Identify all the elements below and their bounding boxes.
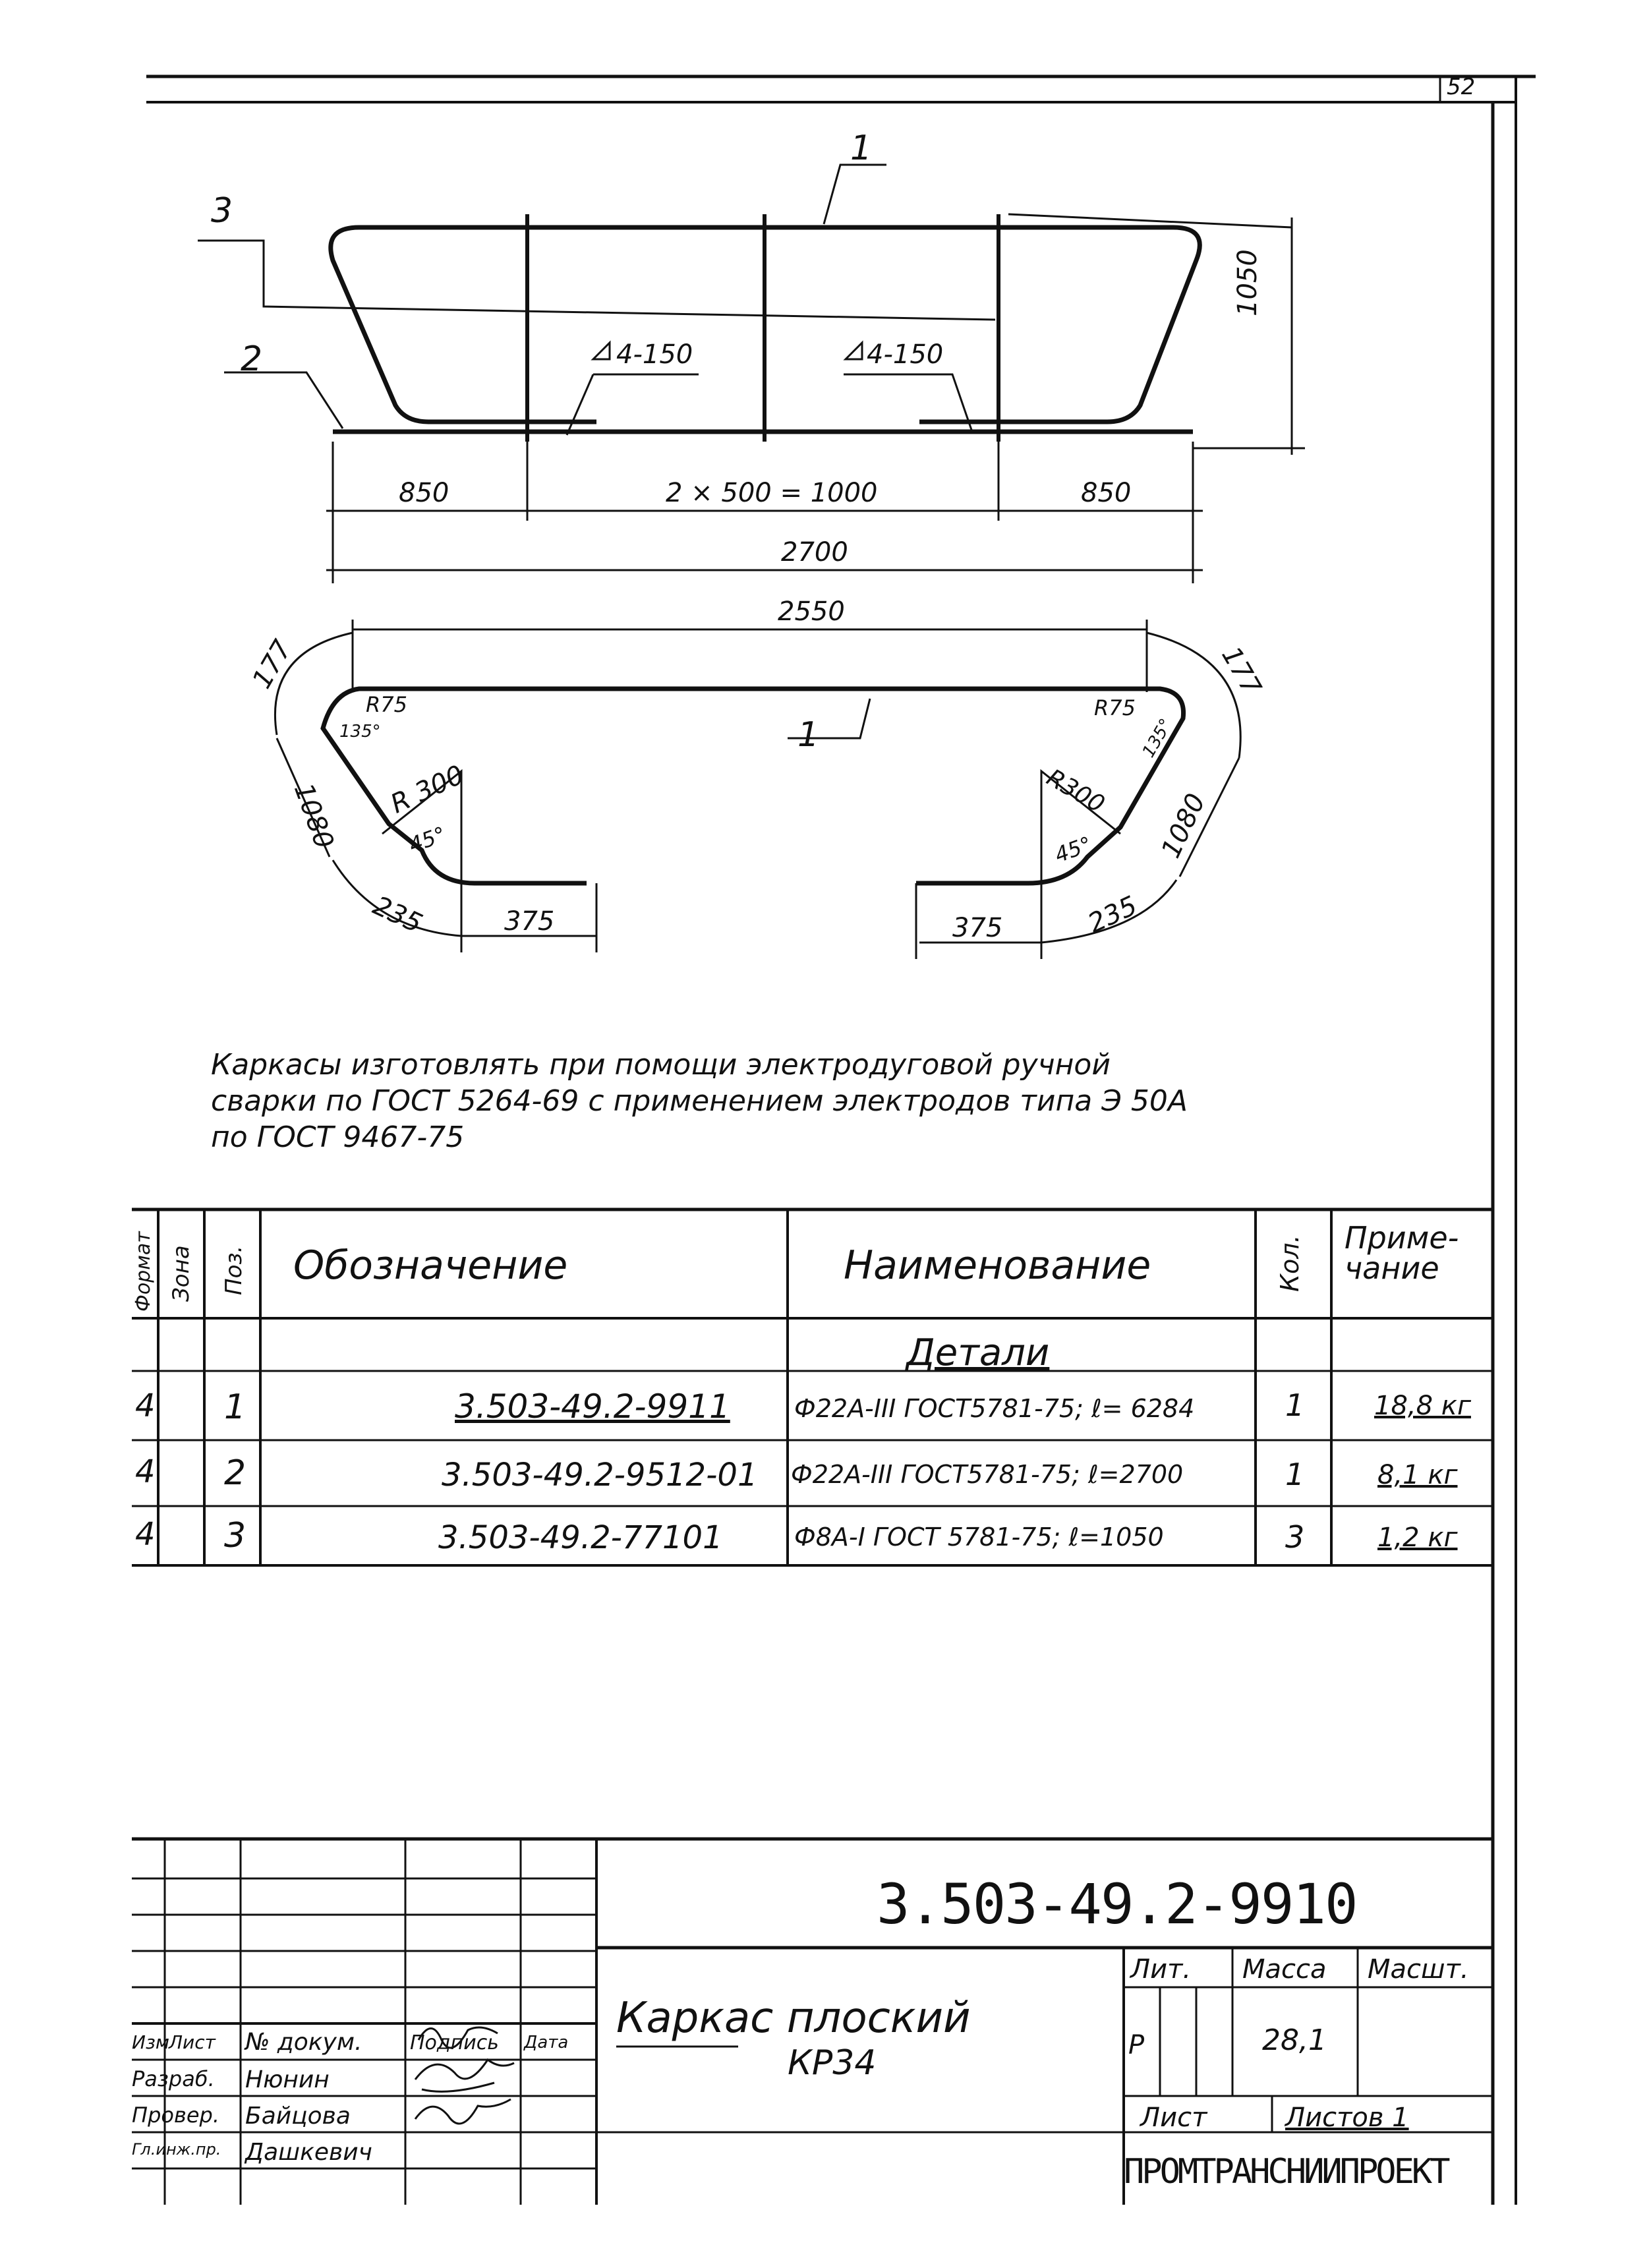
dim-height: 1050	[1232, 249, 1263, 316]
rev-doc: № докум.	[245, 2029, 362, 2056]
row2-qty: 1	[1285, 1457, 1305, 1492]
dim-arc-235-right	[919, 879, 1178, 944]
row2-pos: 2	[224, 1453, 246, 1493]
header-designation: Обозначение	[293, 1242, 568, 1289]
weld-mark-right: 4-150	[867, 339, 944, 370]
row3-pos: 3	[224, 1516, 246, 1556]
angle-left: 135°	[339, 722, 381, 741]
row1-format: 4	[135, 1387, 156, 1424]
row3-name: Ф8А-I ГОСТ 5781-75; ℓ=1050	[794, 1523, 1164, 1552]
radius-300-left	[382, 769, 463, 883]
sheet-number: 52	[1447, 74, 1476, 100]
note-line-2: сварки по ГОСТ 5264-69 с применением эле…	[211, 1084, 1188, 1118]
note-line-3: по ГОСТ 9467-75	[211, 1120, 465, 1154]
arc-dim-left-177	[274, 631, 353, 736]
signature-prover	[414, 2058, 515, 2093]
row2-note: 8,1 кг	[1377, 1460, 1458, 1490]
header-pos: Поз.	[221, 1245, 247, 1295]
radius-small-left: R75	[366, 692, 407, 717]
dim-middle: 2 × 500 = 1000	[666, 478, 878, 508]
dim-arc-235-left	[332, 859, 596, 937]
mass-label: Масса	[1242, 1954, 1327, 1985]
weld-leader-right	[844, 373, 973, 432]
sheets-label: Листов 1	[1285, 2103, 1409, 2133]
position-label-3: 3	[211, 191, 233, 231]
row3-qty: 3	[1285, 1519, 1305, 1555]
top-view	[198, 163, 1305, 583]
ext-line-top	[1008, 213, 1292, 229]
row3-note: 1,2 кг	[1377, 1523, 1458, 1553]
header-format: Формат	[132, 1231, 155, 1312]
organization: ПРОМТРАНСНИИПРОЕКТ	[1124, 2152, 1451, 2192]
row2-format: 4	[135, 1453, 156, 1490]
rev-sign: Подпись	[410, 2031, 499, 2054]
row1-qty: 1	[1285, 1387, 1305, 1423]
dim-top-2550: 2550	[778, 596, 845, 627]
row1-designation: 3.503-49.2-9911	[455, 1387, 730, 1426]
leader-pos1	[823, 163, 886, 225]
dim-right: 850	[1081, 478, 1132, 508]
radius-300-right	[1040, 769, 1121, 883]
mass-value: 28,1	[1262, 2023, 1327, 2057]
role-prover: Провер.	[132, 2103, 219, 2128]
spec-table-grid	[132, 1207, 1493, 1567]
rev-izm: Изм	[132, 2031, 169, 2053]
row1-name: Ф22А-III ГОСТ5781-75; ℓ= 6284	[794, 1394, 1195, 1423]
note-line-1: Каркасы изготовлять при помощи электроду…	[211, 1048, 1111, 1082]
role-glinzh: Гл.инж.пр.	[132, 2140, 221, 2159]
dim-line-1080-left	[275, 738, 331, 858]
rev-date: Дата	[524, 2033, 569, 2052]
position-label-2: 2	[241, 339, 263, 379]
bent-position-label: 1	[797, 715, 820, 755]
name-glinzh: Дашкевич	[245, 2139, 372, 2166]
header-qty: Кол.	[1275, 1235, 1304, 1292]
bar-trapezoid	[328, 225, 1202, 424]
row1-pos: 1	[224, 1387, 246, 1427]
rev-list: Лист	[169, 2031, 216, 2053]
row3-designation: 3.503-49.2-77101	[438, 1519, 723, 1556]
header-note: Приме-чание	[1345, 1220, 1459, 1286]
name-razrab: Нюнин	[245, 2066, 330, 2093]
dim-tail-right: 375	[952, 913, 1003, 943]
leader-pos3	[198, 239, 996, 321]
signature-razrab	[417, 2026, 498, 2049]
leader-pos2	[224, 371, 344, 429]
dim-line-1080-right	[1178, 757, 1240, 877]
weld-mark-left: 4-150	[616, 339, 693, 370]
row3-format: 4	[135, 1516, 156, 1553]
arc-dim-right-177	[1146, 631, 1242, 759]
lit-label: Лит.	[1130, 1954, 1192, 1985]
dim-left: 850	[399, 478, 449, 508]
title-block-grid	[132, 1837, 1493, 2205]
signature-glinzh	[414, 2098, 511, 2125]
scale-label: Масшт.	[1368, 1954, 1469, 1985]
dim-total: 2700	[781, 537, 848, 567]
name-prover: Байцова	[245, 2103, 351, 2130]
weld-leader-left	[565, 374, 594, 436]
section-title: Детали	[906, 1331, 1050, 1374]
dim-tail-left: 375	[504, 906, 555, 937]
bent-view	[274, 620, 1242, 959]
title-line-1: Каркас плоский	[616, 1994, 971, 2043]
leader-bent-pos1	[788, 698, 871, 740]
weld-symbol-right	[843, 340, 863, 361]
role-razrab: Разраб.	[132, 2066, 215, 2091]
sheet-label: Лист	[1140, 2103, 1207, 2133]
lit-value: Р	[1128, 2030, 1145, 2060]
weld-symbol-left	[591, 340, 611, 361]
title-line-2: КР34	[788, 2043, 877, 2083]
header-zone: Зона	[168, 1245, 194, 1302]
header-name: Наименование	[844, 1242, 1151, 1289]
position-label-1: 1	[850, 129, 873, 168]
radius-small-right: R75	[1094, 695, 1136, 720]
row1-note: 18,8 кг	[1374, 1391, 1471, 1421]
bent-bar	[320, 686, 1186, 886]
row2-name: Ф22А-III ГОСТ5781-75; ℓ=2700	[791, 1460, 1184, 1489]
row2-designation: 3.503-49.2-9512-01	[442, 1457, 758, 1494]
drawing-code: 3.503-49.2-9910	[877, 1872, 1358, 1936]
